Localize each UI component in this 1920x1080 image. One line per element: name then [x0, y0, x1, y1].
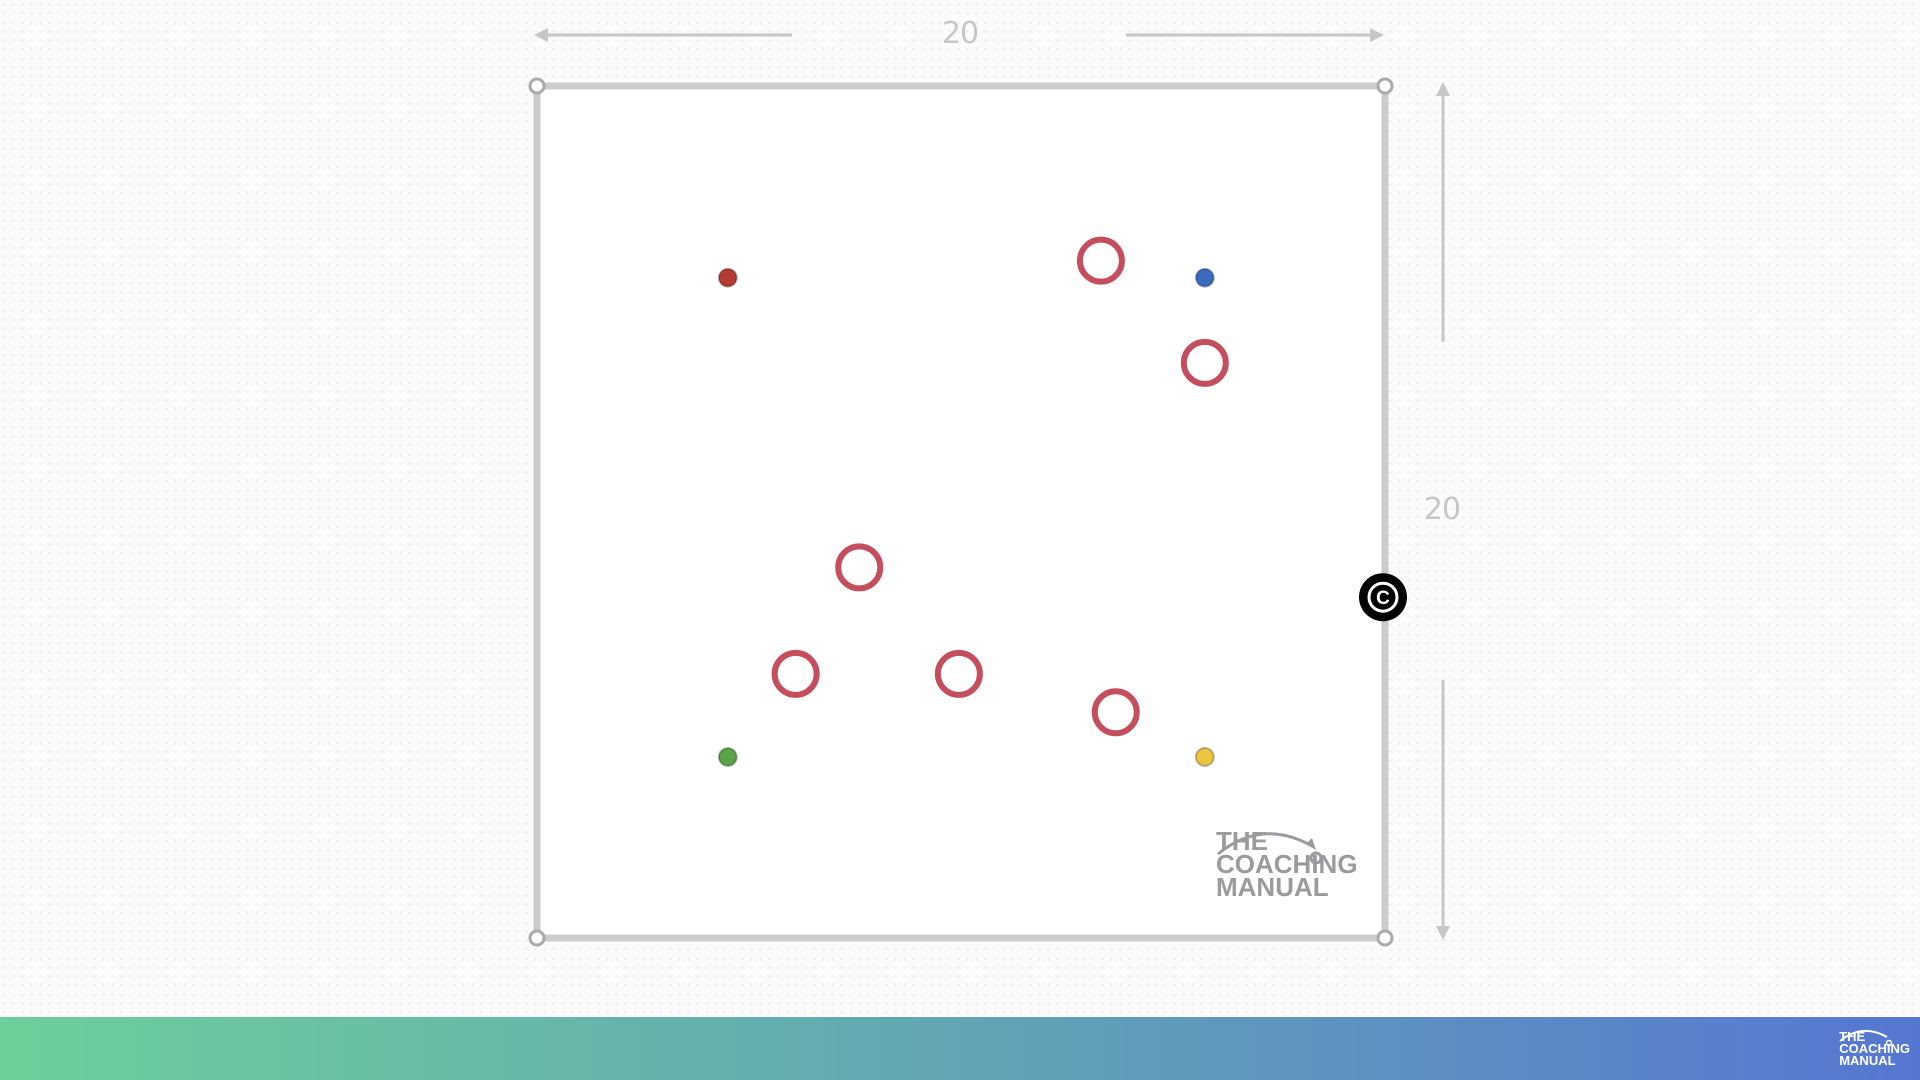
markers-layer [717, 267, 1215, 767]
footer-logo-arc-icon [1839, 1030, 1893, 1046]
right-dimension-label: 20 [1423, 492, 1461, 527]
blue-marker [1194, 267, 1215, 288]
top-arrowhead-right [1370, 28, 1384, 42]
cone-6 [1091, 688, 1140, 737]
corner-posts [528, 77, 1394, 947]
red-marker [717, 267, 738, 288]
coach-icon-ring [1367, 581, 1399, 613]
watermark-line-3: MANUAL [1216, 872, 1329, 902]
yellow-marker [1194, 746, 1215, 767]
coaching-manual-watermark: THE COACHING MANUAL [1216, 828, 1358, 902]
footer-logo-line-2: COACHING [1839, 1041, 1910, 1056]
top-arrowhead-left [534, 28, 548, 42]
coach-label: C [1376, 588, 1390, 609]
watermark-arc-icon [1217, 832, 1323, 864]
corner-post [528, 77, 546, 95]
cone-5 [934, 649, 983, 698]
cones-layer [771, 236, 1229, 737]
cone-2 [1180, 338, 1229, 387]
coach-layer: C [1359, 573, 1407, 622]
watermark-line-2: COACHING [1216, 849, 1358, 879]
footer-logo-line-1: THE [1839, 1029, 1866, 1044]
cone-4 [771, 649, 820, 698]
top-dimension-label: 20 [941, 16, 979, 51]
right-arrowhead-bottom [1436, 926, 1450, 940]
cone-1 [1076, 236, 1125, 285]
footer-logo-line-3: MANUAL [1839, 1053, 1896, 1068]
corner-post [1376, 929, 1394, 947]
corner-post [528, 929, 546, 947]
coach-icon [1359, 573, 1407, 622]
dimension-arrows [534, 28, 1450, 940]
footer-gradient-bar: THE COACHING MANUAL [0, 1017, 1920, 1080]
pitch-area [533, 82, 1389, 942]
green-marker [717, 746, 738, 767]
cone-3 [835, 543, 884, 592]
footer-logo: THE COACHING MANUAL [1839, 1029, 1910, 1068]
right-arrowhead-top [1436, 82, 1450, 96]
corner-post [1376, 77, 1394, 95]
